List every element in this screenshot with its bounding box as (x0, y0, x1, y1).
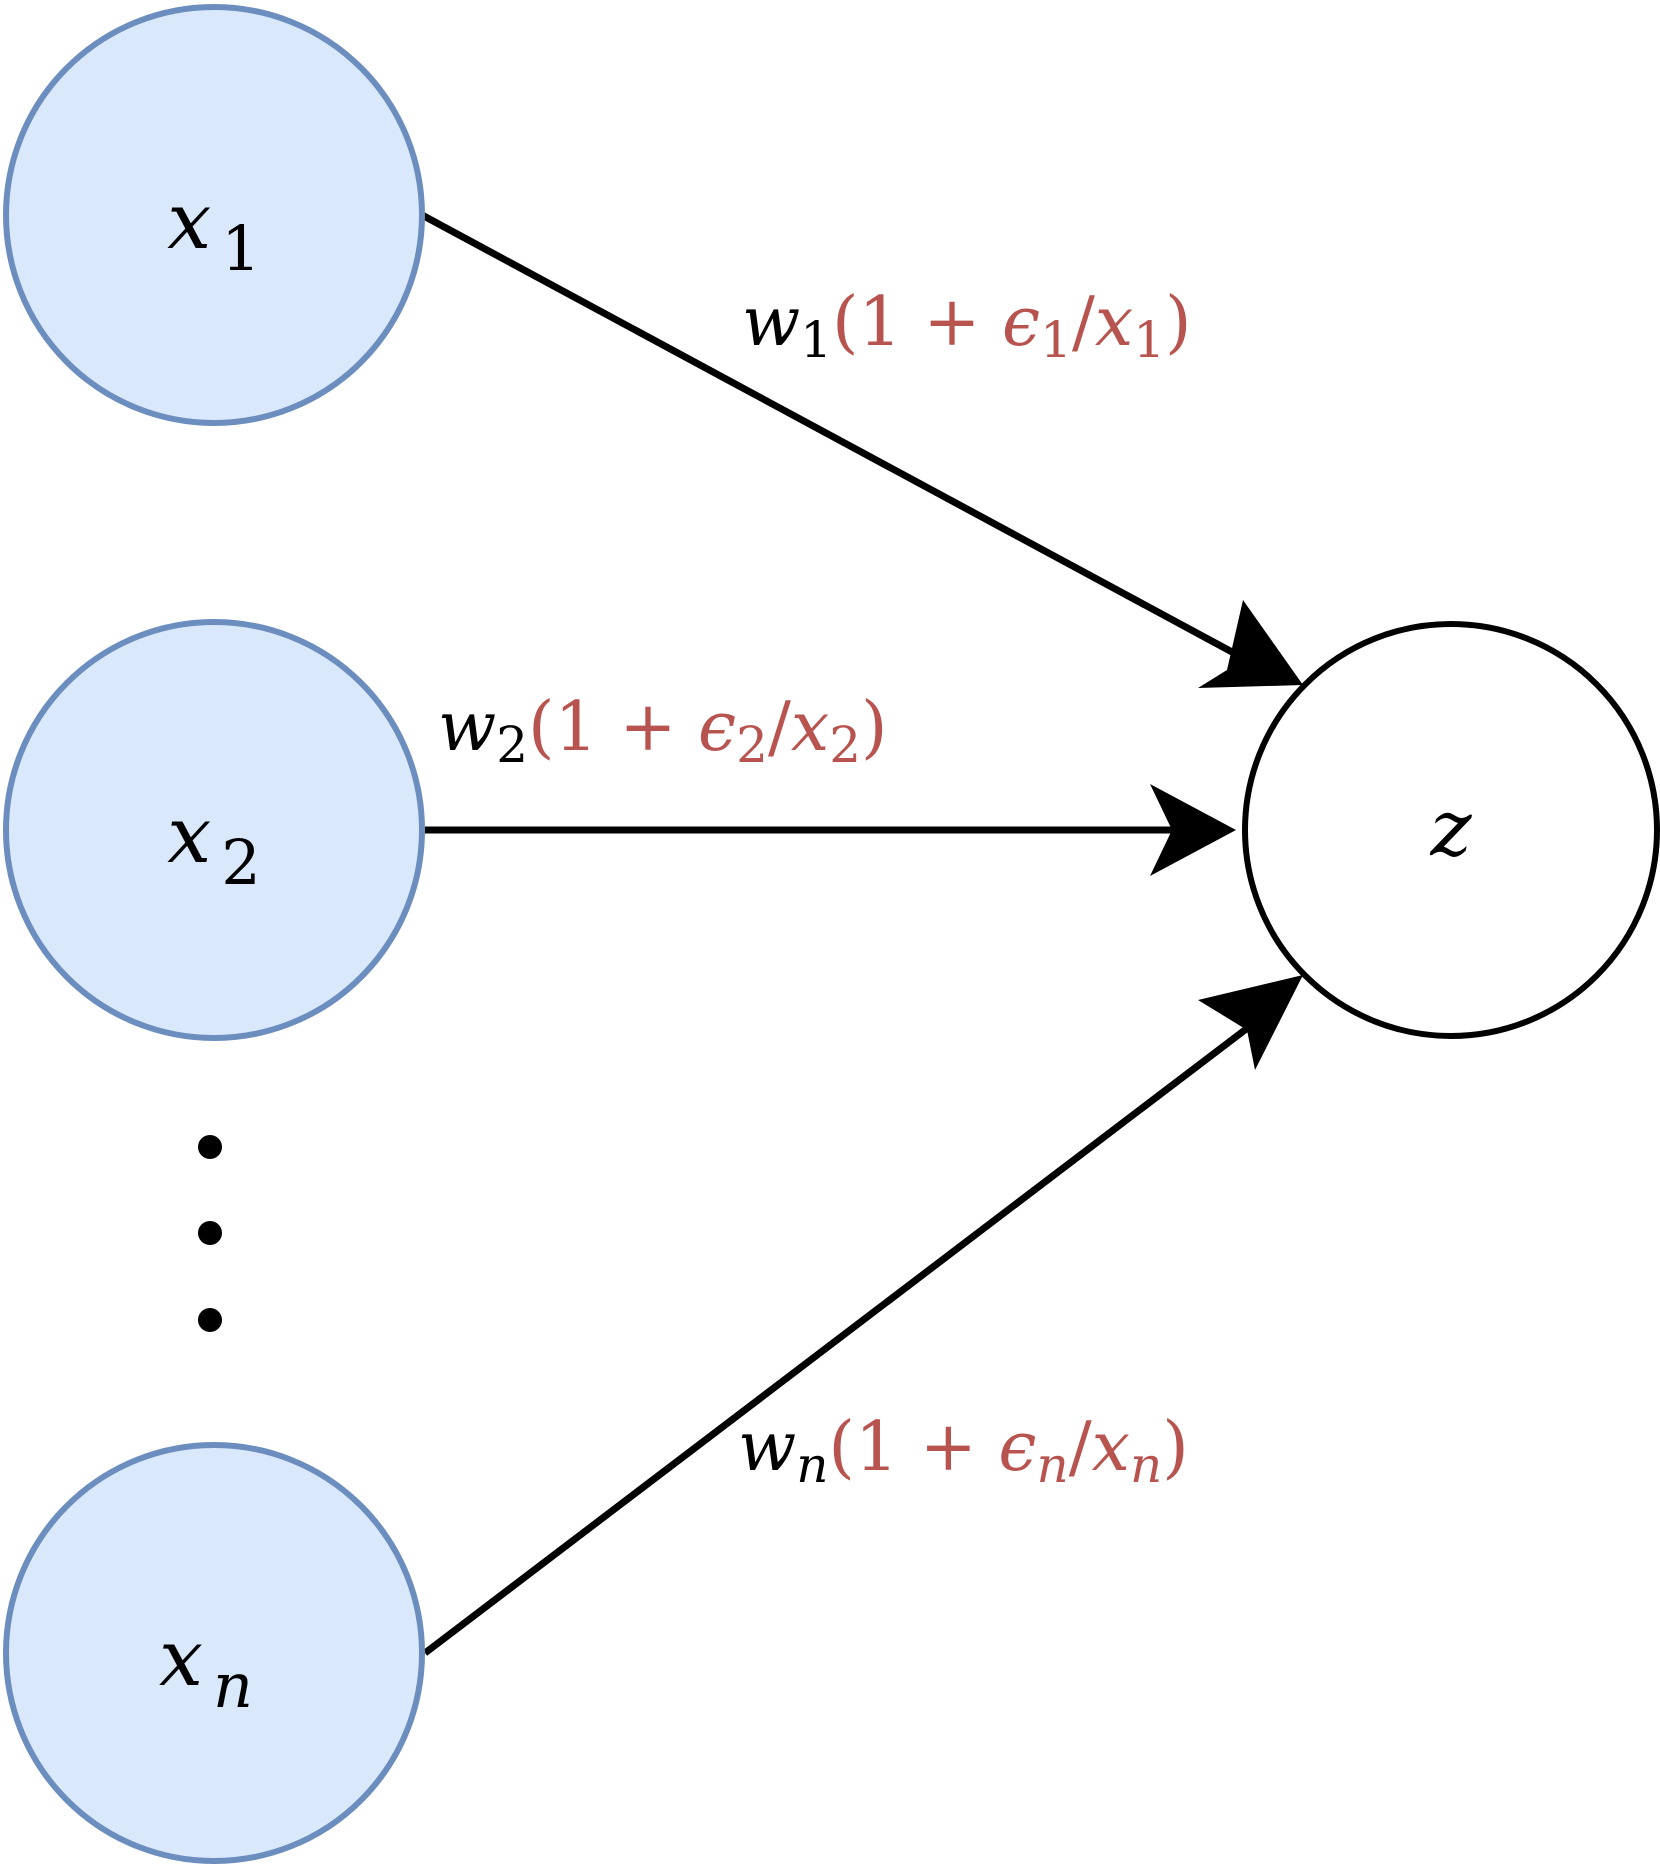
ellipsis-dot (198, 1135, 222, 1159)
output-node-circle (1242, 621, 1660, 1039)
edge-label-n: wn(1 + ϵn/xn) (738, 1408, 1189, 1494)
output-node: z (1242, 621, 1660, 1039)
output-node-label: z (1429, 784, 1472, 874)
edge-line-n (422, 1014, 1265, 1656)
arrowhead-2 (1150, 784, 1236, 876)
arrowheads (1150, 600, 1303, 1070)
ellipsis-dot (198, 1221, 222, 1245)
edge-label-1: w1(1 + ϵ1/x1) (742, 283, 1192, 369)
input-node-circle (3, 619, 425, 1041)
edge-line-1 (420, 211, 1260, 670)
ellipsis-dot (198, 1308, 222, 1332)
vertical-ellipsis (198, 1135, 222, 1332)
arrowhead-n (1198, 975, 1303, 1070)
input-node-circle (3, 4, 425, 426)
arrowhead-1 (1198, 600, 1303, 688)
edge-label-2: w2(1 + ϵ2/x2) (438, 688, 888, 774)
edges (420, 211, 1265, 1656)
input-node-circle (3, 1442, 425, 1864)
